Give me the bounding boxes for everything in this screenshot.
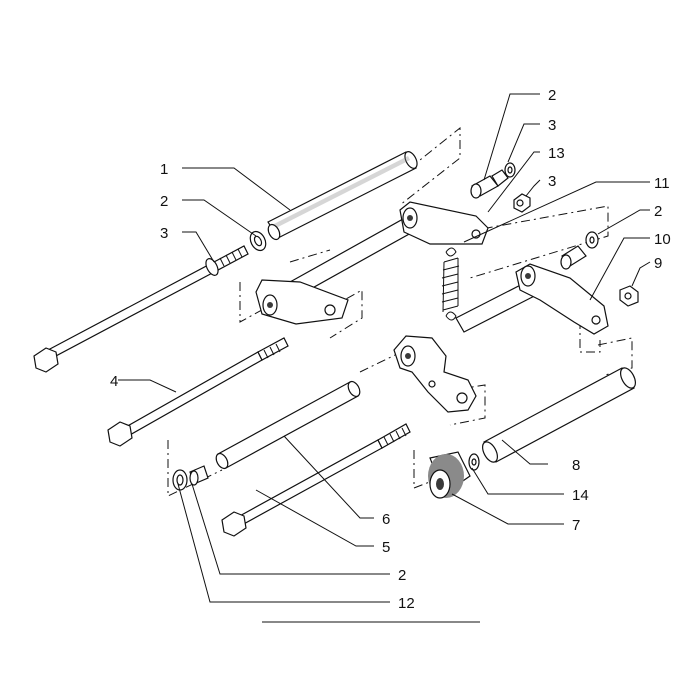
callout-2: 2 [654,203,662,220]
spring [441,247,460,321]
callout-4: 4 [110,373,118,390]
bolt-part-4 [107,337,289,447]
callout-10: 10 [654,231,671,248]
callout-2: 2 [548,87,556,104]
callout-3: 3 [548,117,556,134]
callout-6: 6 [382,511,390,528]
rod-part-6 [215,380,361,470]
callout-5: 5 [382,539,390,556]
bushing-set-top [470,162,531,213]
callout-9: 9 [654,255,662,272]
callout-14: 14 [572,487,589,504]
rod-part-1 [267,151,418,239]
washer-set-lower-left [172,465,209,491]
callout-1: 1 [160,161,168,178]
callout-8: 8 [572,457,580,474]
roller-part-8 [482,367,636,463]
callout-12: 12 [398,595,415,612]
bracket-assembly-upper [255,201,489,325]
callout-labels: 1 2 3 2 3 13 3 11 2 10 9 4 8 14 7 6 5 2 … [110,87,671,612]
rubber-bush-part-7 [428,451,480,499]
bracket-part-10 [455,231,639,335]
callout-11: 11 [654,175,670,192]
bolt-part-3-long [33,223,281,373]
callout-3: 3 [548,173,556,190]
callout-2: 2 [160,193,168,210]
bolt-part-5 [221,423,411,537]
callout-13: 13 [548,145,565,162]
callout-3: 3 [160,225,168,242]
bracket-middle [393,335,477,413]
callout-2: 2 [398,567,406,584]
callout-7: 7 [572,517,580,534]
leader-lines [118,93,651,603]
